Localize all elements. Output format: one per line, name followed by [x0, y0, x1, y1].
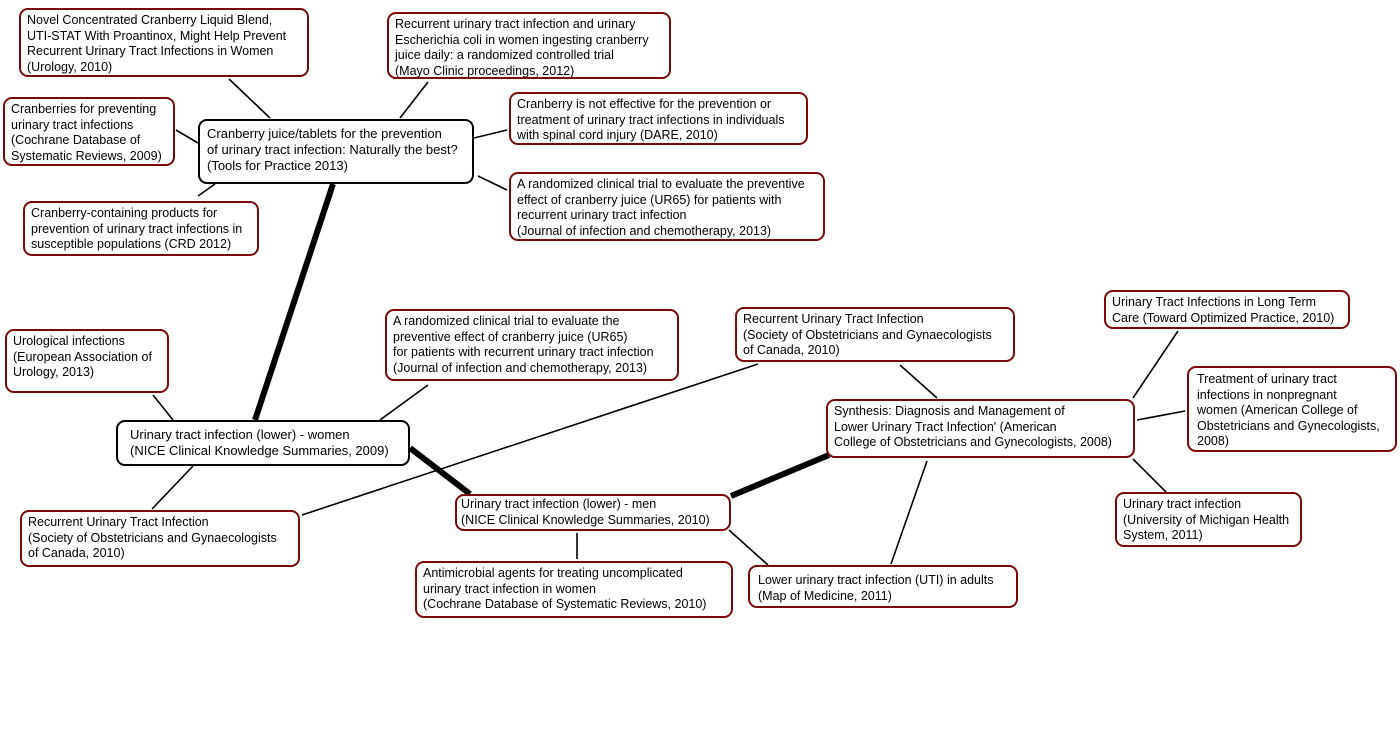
- node-ur65-trial-2[interactable]: A randomized clinical trial to evaluate …: [385, 309, 679, 381]
- link: [1136, 410, 1186, 421]
- link: [899, 364, 938, 399]
- link: [1132, 458, 1167, 493]
- link: [728, 529, 769, 566]
- node-acog-nonpregnant[interactable]: Treatment of urinary tract infections in…: [1187, 366, 1397, 452]
- link: [175, 129, 199, 144]
- link: [379, 384, 429, 421]
- node-novel-cranberry-blend[interactable]: Novel Concentrated Cranberry Liquid Blen…: [19, 8, 309, 77]
- link: [152, 394, 174, 421]
- strong-link: [252, 183, 336, 421]
- node-cranberry-main[interactable]: Cranberry juice/tablets for the preventi…: [198, 119, 474, 184]
- node-dare-spinal[interactable]: Cranberry is not effective for the preve…: [509, 92, 808, 145]
- node-ur65-trial-1[interactable]: A randomized clinical trial to evaluate …: [509, 172, 825, 241]
- strong-link: [729, 452, 831, 499]
- link: [228, 78, 271, 119]
- node-sogc-recurrent-2[interactable]: Recurrent Urinary Tract Infection (Socie…: [735, 307, 1015, 362]
- link: [473, 129, 508, 139]
- node-synthesis[interactable]: Synthesis: Diagnosis and Management of L…: [826, 399, 1135, 458]
- node-cochrane-cranberries[interactable]: Cranberries for preventing urinary tract…: [3, 97, 175, 166]
- link: [301, 363, 759, 516]
- node-map-of-medicine[interactable]: Lower urinary tract infection (UTI) in a…: [748, 565, 1018, 608]
- link: [477, 175, 508, 191]
- node-mayo-clinic-trial[interactable]: Recurrent urinary tract infection and ur…: [387, 12, 671, 79]
- link: [890, 460, 928, 565]
- node-eau-2013[interactable]: Urological infections (European Associat…: [5, 329, 169, 393]
- strong-link: [408, 445, 472, 497]
- node-crd-2012[interactable]: Cranberry-containing products for preven…: [23, 201, 259, 256]
- link: [197, 183, 216, 197]
- node-women-main[interactable]: Urinary tract infection (lower) - women …: [116, 420, 410, 466]
- link: [399, 81, 429, 119]
- node-long-term-care[interactable]: Urinary Tract Infections in Long Term Ca…: [1104, 290, 1350, 329]
- link: [1132, 330, 1179, 399]
- link: [151, 465, 194, 510]
- node-sogc-recurrent-1[interactable]: Recurrent Urinary Tract Infection (Socie…: [20, 510, 300, 567]
- node-men[interactable]: Urinary tract infection (lower) - men (N…: [455, 494, 731, 531]
- node-michigan[interactable]: Urinary tract infection (University of M…: [1115, 492, 1302, 547]
- node-cochrane-antimicrobial[interactable]: Antimicrobial agents for treating uncomp…: [415, 561, 733, 618]
